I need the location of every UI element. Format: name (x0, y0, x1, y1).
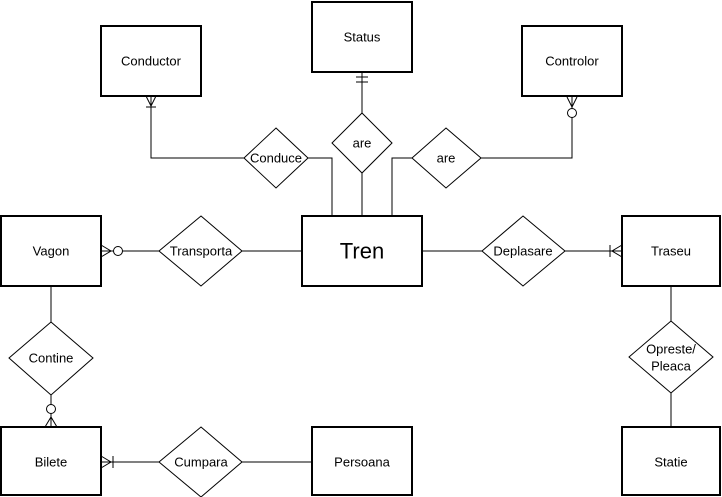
entity-persoana[interactable]: Persoana (311, 426, 413, 496)
entity-controlor[interactable]: Controlor (521, 25, 623, 97)
line-conduce-tren (308, 157, 333, 216)
entity-tren-label: Tren (340, 239, 384, 264)
relationship-conduce[interactable]: Conduce (243, 127, 309, 189)
line-are-controlor (481, 97, 573, 159)
entity-controlor-label: Controlor (545, 54, 599, 69)
entity-status[interactable]: Status (311, 1, 413, 73)
marker-traseu-one-or-many (609, 244, 623, 258)
relationship-transporta-label: Transporta (170, 244, 233, 259)
relationship-conduce-label: Conduce (250, 151, 302, 166)
relationship-cumpara[interactable]: Cumpara (158, 426, 243, 497)
marker-bilete-zero-or-many (44, 404, 58, 428)
entity-vagon[interactable]: Vagon (0, 215, 102, 287)
relationship-transporta[interactable]: Transporta (158, 215, 243, 287)
relationship-deplasare[interactable]: Deplasare (481, 215, 566, 287)
entity-traseu-label: Traseu (651, 244, 691, 259)
marker-status-only-one (356, 76, 368, 83)
entity-conductor-label: Conductor (121, 54, 182, 69)
entity-statie-label: Statie (654, 455, 687, 470)
entity-tren[interactable]: Tren (301, 215, 423, 287)
relationship-are-status[interactable]: are (331, 112, 393, 174)
marker-conductor-one-or-many (145, 95, 157, 108)
entity-bilete-label: Bilete (35, 455, 68, 470)
relationship-are-status-label: are (353, 136, 372, 151)
entity-conductor[interactable]: Conductor (100, 25, 202, 97)
relationship-are-controlor[interactable]: are (411, 127, 482, 189)
relationship-opreste-label-line1: Opreste/ (646, 342, 696, 357)
line-conductor-conduce (150, 96, 244, 159)
relationship-are-controlor-label: are (437, 151, 456, 166)
marker-controlor-zero-or-many (566, 96, 578, 118)
relationship-opreste-label-line2: Pleaca (651, 359, 692, 374)
relationship-cumpara-label: Cumpara (174, 455, 228, 470)
line-tren-are (391, 157, 412, 216)
connector-lines (50, 72, 672, 463)
entity-status-label: Status (344, 30, 381, 45)
marker-bilete-one-or-many (100, 455, 114, 469)
entity-vagon-label: Vagon (33, 244, 70, 259)
relationship-contine[interactable]: Contine (8, 321, 94, 396)
relationship-deplasare-label: Deplasare (493, 244, 552, 259)
marker-vagon-zero-or-many (100, 244, 123, 258)
entity-persoana-label: Persoana (334, 455, 390, 470)
entity-bilete[interactable]: Bilete (0, 426, 102, 496)
entity-traseu[interactable]: Traseu (621, 215, 721, 287)
relationship-opreste-pleaca[interactable]: Opreste/ Pleaca (628, 320, 714, 394)
entity-statie[interactable]: Statie (621, 426, 721, 496)
relationship-contine-label: Contine (29, 351, 74, 366)
cardinality-markers (44, 76, 623, 469)
